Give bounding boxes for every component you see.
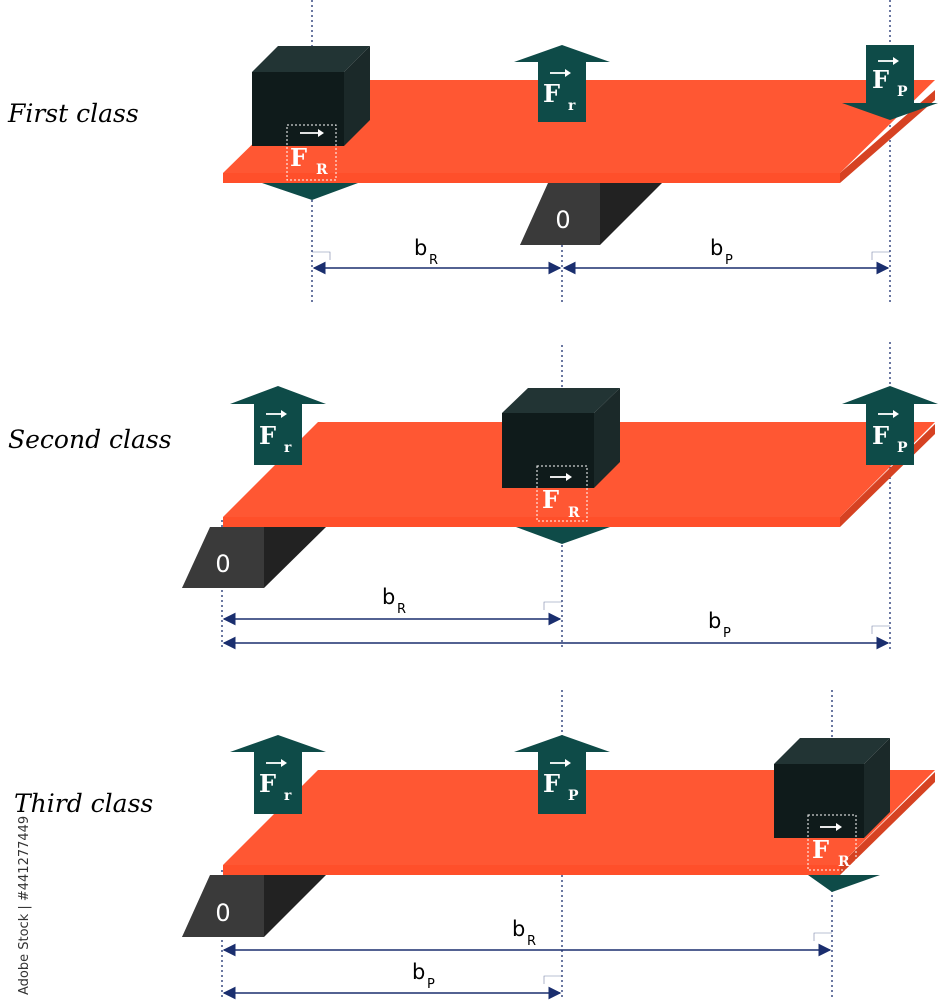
svg-text:R: R bbox=[429, 253, 438, 268]
dimension-label: b bbox=[710, 236, 723, 260]
dimension-label: b bbox=[512, 917, 525, 941]
force-label: F bbox=[259, 769, 276, 798]
force-label: F bbox=[872, 421, 889, 450]
class-label: Third class bbox=[14, 789, 153, 818]
pivot-label: 0 bbox=[555, 206, 570, 234]
force-label: F bbox=[543, 79, 560, 108]
force-label: F R bbox=[542, 473, 580, 521]
svg-text:F: F bbox=[542, 485, 559, 514]
dimension-lines: b R b P bbox=[222, 585, 890, 650]
panel-second-class: Second class 0 bbox=[8, 342, 938, 650]
svg-text:F: F bbox=[290, 143, 307, 172]
force-label: F bbox=[259, 421, 276, 450]
svg-text:P: P bbox=[723, 626, 731, 641]
watermark-text: Adobe Stock | #441277449 bbox=[17, 816, 32, 995]
svg-text:R: R bbox=[316, 162, 328, 178]
svg-text:R: R bbox=[568, 505, 580, 521]
svg-text:r: r bbox=[284, 440, 292, 456]
force-arrow-icon: F r bbox=[230, 386, 326, 465]
fulcrum-icon: 0 bbox=[520, 183, 662, 245]
dimension-lines: b R b P bbox=[222, 917, 832, 1000]
load-box-icon bbox=[502, 388, 620, 522]
force-arrow-icon bbox=[808, 875, 880, 892]
dimension-lines: b R b P bbox=[312, 236, 890, 275]
dimension-label: b bbox=[382, 585, 395, 609]
svg-text:P: P bbox=[427, 977, 435, 992]
panel-third-class: Third class 0 bbox=[14, 690, 935, 1000]
force-label: F bbox=[872, 65, 889, 94]
force-label: F bbox=[543, 769, 560, 798]
dimension-label: b bbox=[412, 960, 425, 984]
load-box-icon bbox=[252, 46, 370, 181]
svg-text:R: R bbox=[527, 934, 536, 949]
dimension-label: b bbox=[708, 609, 721, 633]
class-label: First class bbox=[7, 99, 139, 128]
force-label: F R bbox=[290, 129, 328, 178]
force-arrow-icon: F P bbox=[514, 735, 610, 814]
svg-text:r: r bbox=[568, 98, 576, 114]
force-arrow-icon: F P bbox=[842, 45, 938, 120]
panel-first-class: First class 0 bbox=[7, 0, 938, 305]
pivot-label: 0 bbox=[215, 899, 230, 927]
svg-text:R: R bbox=[838, 854, 850, 870]
lever-beam bbox=[223, 80, 935, 183]
svg-text:P: P bbox=[725, 253, 733, 268]
dimension-label: b bbox=[414, 236, 427, 260]
force-arrow-icon: F r bbox=[230, 735, 326, 814]
svg-text:P: P bbox=[568, 788, 579, 804]
force-arrow-icon: F r bbox=[514, 45, 610, 122]
force-arrow-icon bbox=[262, 183, 358, 200]
fulcrum-icon: 0 bbox=[182, 527, 326, 588]
load-box-icon bbox=[774, 738, 890, 871]
fulcrum-icon: 0 bbox=[182, 875, 326, 937]
pivot-label: 0 bbox=[215, 550, 230, 578]
svg-text:F: F bbox=[812, 835, 829, 864]
force-arrow-icon: F P bbox=[842, 386, 938, 465]
class-label: Second class bbox=[8, 425, 172, 454]
lever-beam bbox=[223, 770, 935, 875]
force-arrow-icon bbox=[516, 527, 610, 544]
svg-text:P: P bbox=[897, 440, 908, 456]
svg-text:R: R bbox=[397, 602, 406, 617]
force-label: F R bbox=[812, 823, 850, 870]
svg-text:P: P bbox=[897, 84, 908, 100]
svg-text:r: r bbox=[284, 788, 292, 804]
